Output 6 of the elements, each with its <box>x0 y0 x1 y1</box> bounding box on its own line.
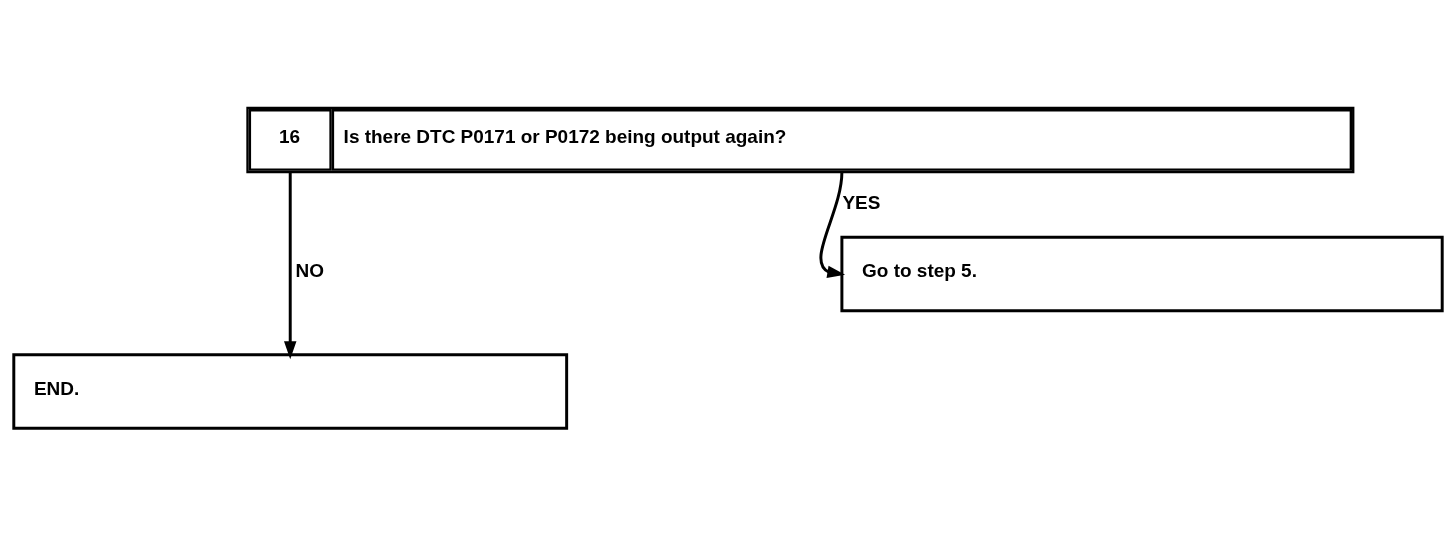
node-box: Go to step 5. <box>840 235 1444 312</box>
arrow <box>819 171 846 278</box>
arrow <box>283 171 297 359</box>
edge-label: NO <box>295 259 324 281</box>
edge-label: YES <box>842 191 881 213</box>
node-box: END. <box>12 352 569 430</box>
